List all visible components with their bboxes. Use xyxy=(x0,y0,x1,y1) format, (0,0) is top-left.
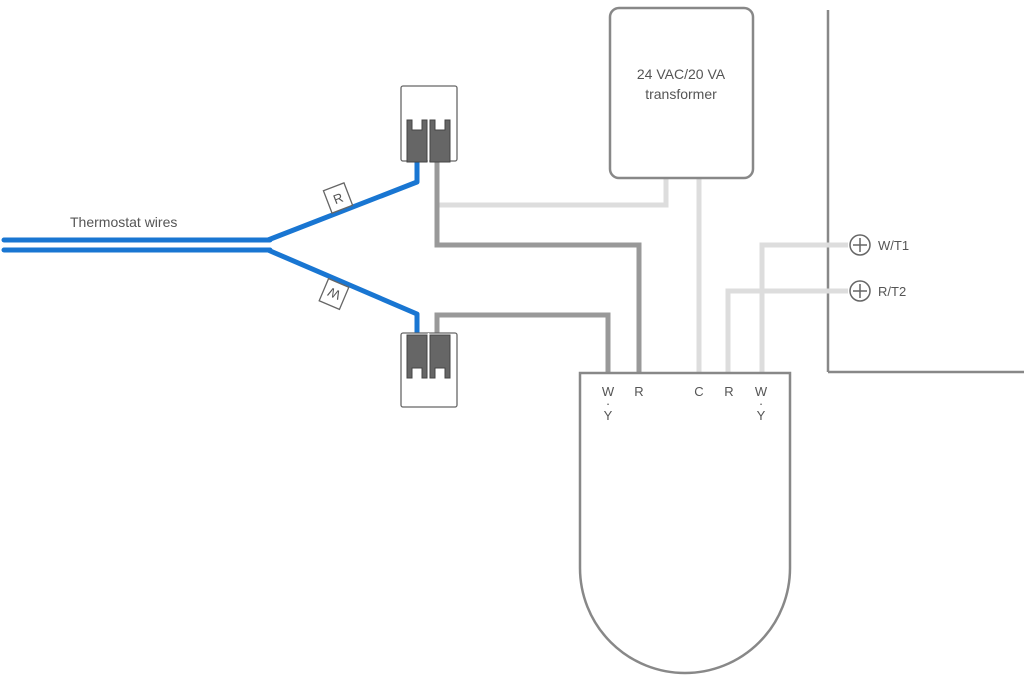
terminal-wy-left-dot: · xyxy=(606,396,610,411)
terminal-w-t1-label: W/T1 xyxy=(878,238,909,253)
terminal-wy-right-w: W xyxy=(755,384,768,399)
r-t2-wire xyxy=(725,288,848,374)
terminal-wy-left-w: W xyxy=(602,384,615,399)
transformer-label-line2: transformer xyxy=(645,86,717,102)
w-wire xyxy=(265,247,420,338)
bottom-wire-connector xyxy=(400,332,458,408)
r-wire-tag xyxy=(322,182,354,214)
thermostat-device xyxy=(578,371,792,675)
terminal-r-right: R xyxy=(724,384,733,399)
transformer-box xyxy=(608,6,755,180)
transformer-label-line1: 24 VAC/20 VA xyxy=(637,66,726,82)
top-wire-connector xyxy=(400,85,458,164)
w-wire-tag xyxy=(318,277,350,311)
terminal-r-t2-label: R/T2 xyxy=(878,284,906,299)
bottom-connector-to-wy-wire xyxy=(434,312,611,374)
screw-terminal-icon xyxy=(849,234,871,256)
terminal-wy-right-y: Y xyxy=(757,408,766,423)
terminal-wy-right-dot: · xyxy=(759,396,763,411)
terminal-wy-left-y: Y xyxy=(604,408,613,423)
top-connector-to-r-wire xyxy=(434,162,642,374)
screw-terminal-icon xyxy=(849,280,871,302)
w-t1-wire xyxy=(759,242,848,374)
r-wire xyxy=(265,157,420,243)
terminal-c: C xyxy=(694,384,703,399)
terminal-r-left: R xyxy=(634,384,643,399)
thermostat-wires-label: Thermostat wires xyxy=(70,214,177,230)
